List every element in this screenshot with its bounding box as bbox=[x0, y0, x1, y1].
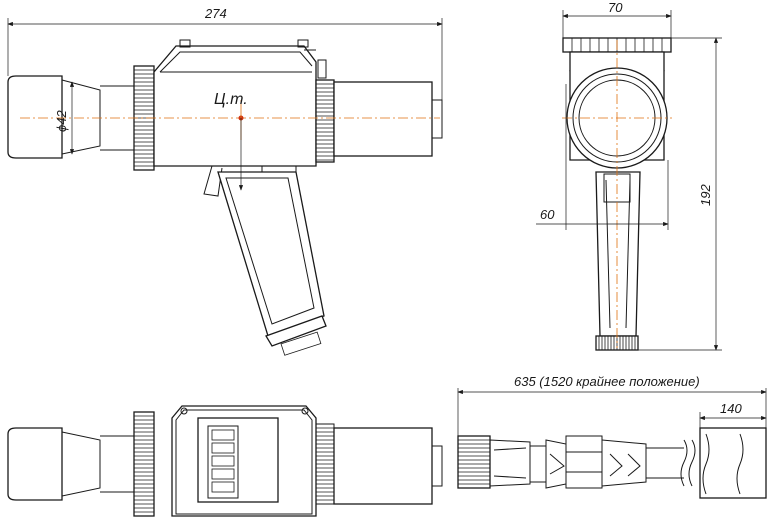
knurl-pattern bbox=[316, 83, 334, 161]
extension-probe: 635 (1520 крайнее положение) 140 bbox=[457, 374, 767, 499]
digit-cell bbox=[211, 429, 235, 441]
dim-probe-segment: 140 bbox=[720, 401, 742, 416]
dim-probe-length: 635 (1520 крайнее положение) bbox=[514, 374, 700, 389]
digit-display bbox=[211, 429, 235, 493]
body-housing bbox=[153, 45, 317, 167]
digit-cell bbox=[211, 455, 235, 467]
eyepiece-tube bbox=[7, 75, 63, 159]
dim-width: 70 bbox=[608, 0, 623, 15]
dim-overall-length: 274 bbox=[204, 6, 227, 21]
grip-front bbox=[595, 171, 641, 337]
knurl-pattern bbox=[134, 69, 154, 167]
digit-cell bbox=[211, 442, 235, 454]
trigger bbox=[203, 165, 223, 197]
digit-cell bbox=[211, 468, 235, 480]
dim-height: 192 bbox=[698, 184, 713, 206]
dim-handle-offset: 60 bbox=[540, 207, 555, 222]
dim-lens-diameter: ϕ42 bbox=[54, 110, 69, 132]
front-view: 70 192 60 bbox=[536, 0, 722, 351]
cg-label: Ц.т. bbox=[214, 91, 248, 108]
digit-cell bbox=[211, 481, 235, 493]
objective-tube bbox=[333, 81, 433, 157]
side-view: Ц.т. 274 ϕ42 bbox=[7, 6, 443, 356]
top-view bbox=[7, 405, 443, 517]
pistol-grip bbox=[217, 171, 325, 337]
